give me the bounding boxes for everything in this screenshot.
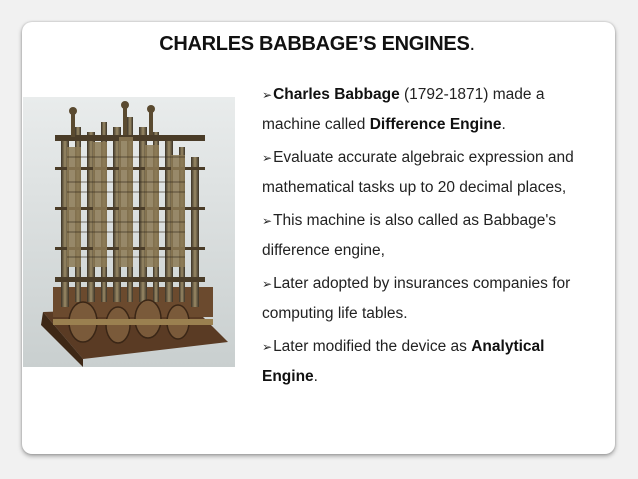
title-period: . [469,33,476,55]
bullet-text: Later adopted by insurances companies fo… [262,275,571,322]
slide-card: CHARLES BABBAGE’S ENGINES. [22,22,615,454]
slide-title: CHARLES BABBAGE’S ENGINES. [22,33,612,56]
bullet-item: ➢This machine is also called as Babbage'… [262,206,602,265]
bullet-list: ➢Charles Babbage (1792-1871) made a mach… [262,80,602,395]
bullet-item: ➢Charles Babbage (1792-1871) made a mach… [262,80,602,139]
bullet-bold-text: Difference Engine [369,116,502,133]
bullet-text: Evaluate accurate algebraic expression a… [262,149,574,196]
bullet-item: ➢Later modified the device as Analytical… [262,332,602,391]
difference-engine-photo [23,97,235,367]
bullet-end: . [313,368,318,385]
bullet-item: ➢Later adopted by insurances companies f… [262,269,602,328]
bullet-text: Later modified the device as [273,338,472,355]
arrow-bullet-icon: ➢ [262,277,273,291]
title-text: CHARLES BABBAGE’S ENGINES [159,33,470,55]
bullet-item: ➢Evaluate accurate algebraic expression … [262,143,602,202]
arrow-bullet-icon: ➢ [262,88,273,102]
bullet-bold-text: Charles Babbage [273,86,400,103]
bullet-bold-text: Analytical Engine [262,338,545,385]
bullet-text: (1792-1871) made a machine called [262,86,545,133]
arrow-bullet-icon: ➢ [262,214,273,228]
bullet-end: . [501,116,506,133]
bullet-text: This machine is also called as Babbage's… [262,212,557,259]
arrow-bullet-icon: ➢ [262,340,273,354]
arrow-bullet-icon: ➢ [262,151,273,165]
